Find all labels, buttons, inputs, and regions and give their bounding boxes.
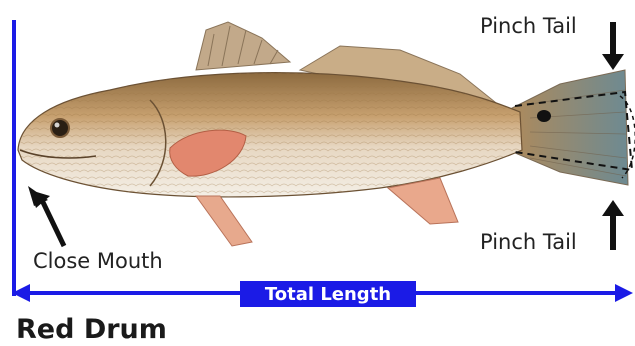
fish-eye: [51, 119, 69, 137]
arrow-up-icon: [602, 200, 624, 250]
pinch-tail-top-label: Pinch Tail: [480, 14, 577, 38]
start-line: [12, 20, 16, 296]
arrow-mouth-icon: [28, 186, 64, 246]
tail-spot: [537, 110, 551, 122]
close-mouth-label: Close Mouth: [33, 249, 163, 273]
species-title: Red Drum: [16, 314, 167, 345]
pinch-tail-bottom-label: Pinch Tail: [480, 230, 577, 254]
dorsal-fin-front: [196, 22, 290, 70]
total-length-label: Total Length: [240, 281, 416, 307]
pelvic-fin: [196, 196, 252, 246]
tail-fin: [508, 70, 628, 185]
arrow-down-icon: [602, 22, 624, 70]
